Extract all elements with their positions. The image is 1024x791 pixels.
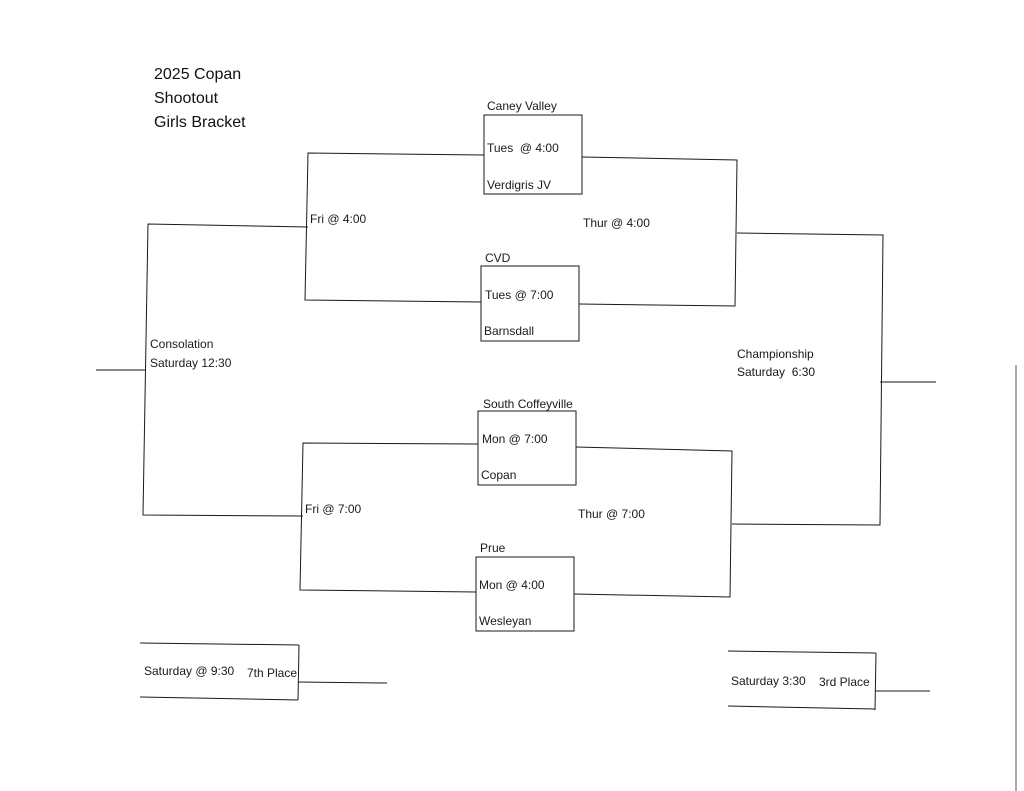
- semifinal-upper-time: Thur @ 4:00: [583, 216, 650, 230]
- title-line-2: Shootout: [154, 90, 219, 107]
- game-box-2: [480, 265, 580, 342]
- seventh-place-label: 7th Place: [247, 666, 298, 680]
- consolation-label: Consolation: [150, 337, 214, 351]
- game-3-team-bottom: Copan: [481, 468, 517, 482]
- seventh-place-time: Saturday @ 9:30: [144, 664, 235, 678]
- consolation-time: Saturday 12:30: [150, 356, 232, 370]
- seventh-place-line: [297, 681, 388, 684]
- loser-lower-time: Fri @ 7:00: [305, 502, 362, 516]
- third-place-label: 3rd Place: [819, 675, 870, 689]
- semifinal-lower-bracket-line: [573, 446, 733, 598]
- semifinal-upper-bracket-line: [578, 156, 738, 307]
- game-3-team-top: South Coffeyville: [483, 397, 573, 411]
- semifinal-lower-time: Thur @ 7:00: [578, 507, 645, 521]
- loser-lower-bracket-line: [299, 442, 479, 593]
- game-4-time: Mon @ 4:00: [479, 578, 545, 592]
- game-2-team-bottom: Barnsdall: [484, 324, 535, 338]
- game-2-team-top: CVD: [485, 251, 511, 265]
- championship-label: Championship: [737, 347, 814, 361]
- game-4-team-top: Prue: [480, 541, 506, 555]
- title-line-1: 2025 Copan: [154, 66, 242, 83]
- third-place-time: Saturday 3:30: [731, 674, 806, 688]
- title-line-3: Girls Bracket: [154, 114, 246, 131]
- game-1-time: Tues @ 4:00: [487, 141, 559, 155]
- loser-upper-time: Fri @ 4:00: [310, 212, 367, 226]
- game-1-team-top: Caney Valley: [487, 99, 557, 113]
- game-2-time: Tues @ 7:00: [485, 288, 554, 302]
- game-box-3: [477, 410, 577, 486]
- championship-time: Saturday 6:30: [737, 365, 816, 379]
- consolation-bracket-line: [142, 223, 309, 517]
- game-1-team-bottom: Verdigris JV: [487, 178, 552, 192]
- championship-bracket-line: [731, 232, 884, 526]
- game-4-team-bottom: Wesleyan: [479, 614, 532, 628]
- loser-upper-bracket-line: [304, 152, 485, 303]
- game-3-time: Mon @ 7:00: [482, 432, 548, 446]
